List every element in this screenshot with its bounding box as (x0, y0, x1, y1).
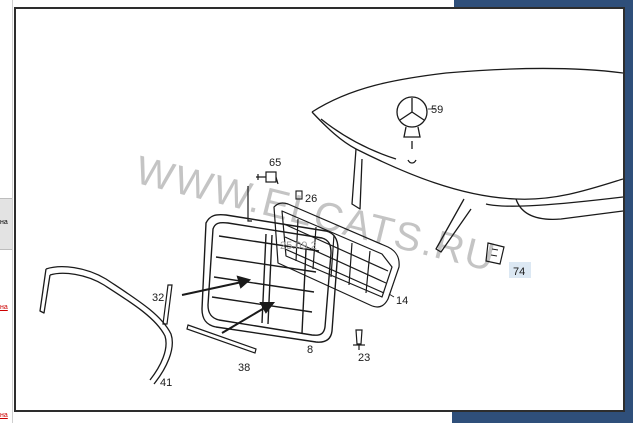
callout-59: 59 (431, 104, 443, 116)
screw-23 (353, 329, 365, 350)
grille-frame (201, 214, 339, 343)
lower-trim-38 (186, 324, 257, 354)
callout-41: 41 (160, 377, 172, 389)
parts-diagram: WWW.ELCATS.RU 59 65 (14, 7, 625, 412)
callout-14: 14 (396, 295, 408, 307)
callout-26: 26 (305, 193, 317, 205)
clip-26 (295, 190, 303, 200)
trim-strip-32 (162, 284, 173, 325)
callout-65: 65 (269, 157, 281, 169)
screw-65 (247, 171, 279, 222)
grille-mesh (273, 202, 400, 308)
callout-38: 38 (238, 362, 250, 374)
callout-74: 74 (513, 266, 525, 278)
star-emblem (396, 96, 428, 164)
date-stamp: 25.09.2 (280, 240, 317, 252)
left-sidebar-strip: на на на (0, 0, 13, 423)
hood (311, 67, 623, 253)
watermark: WWW.ELCATS.RU (131, 148, 500, 280)
top-edge (14, 0, 454, 7)
callout-8: 8 (307, 344, 313, 356)
sidebar-link-1[interactable]: на (0, 304, 8, 311)
side-molding-41 (39, 266, 173, 385)
exploded-view-drawing: WWW.ELCATS.RU 59 65 (39, 67, 623, 389)
sidebar-block: на (0, 198, 12, 250)
bracket-74 (485, 242, 531, 278)
sidebar-block-text: на (0, 219, 8, 226)
sidebar-link-2[interactable]: на (0, 412, 8, 419)
direction-arrows (181, 275, 276, 334)
callout-32: 32 (152, 292, 164, 304)
callout-23: 23 (358, 352, 370, 364)
